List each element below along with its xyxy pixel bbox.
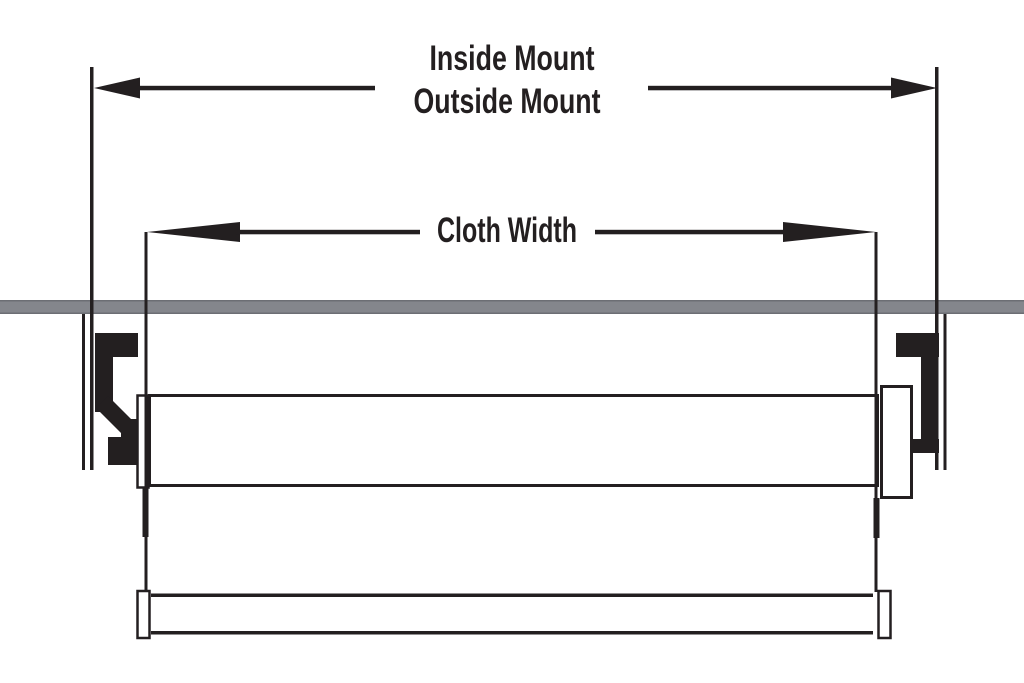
cloth-width-dimension: Cloth Width [147,211,876,250]
mount-dimension-right-line [648,85,894,91]
mount-dimension-left-line [138,85,375,91]
mounting-surface-bar [0,300,1024,314]
mounting-surface-bar-bottom-edge [0,312,1024,314]
cloth-width-label: Cloth Width [437,211,577,250]
left-frame-line [82,314,85,470]
mount-dimension: Inside Mount Outside Mount [94,39,937,121]
cloth-width-left-line [236,229,420,235]
cloth-width-left-arrowhead-icon [147,222,240,242]
mounting-surface-bar-fill [0,300,1024,314]
right-mounting-bracket [896,333,939,453]
right-frame-line [943,314,947,470]
mounting-surface-bar-top-edge [0,300,1024,302]
mount-dimension-left-arrowhead-icon [94,77,140,99]
right-bracket-vertical-arm [921,333,938,440]
cloth-width-right-arrowhead-icon [783,222,876,242]
mount-dimension-right-arrowhead-icon [891,77,937,99]
hem-bar-bottom-line [151,631,873,635]
left-bracket-foot-upper [121,419,137,465]
hem-bar-left-cap [136,589,151,640]
left-bracket-vertical-arm [95,333,113,412]
left-extension-line [90,67,94,470]
fabric-right-edge-line [874,232,878,592]
fabric-left-edge-line [144,232,148,592]
hem-bar-top-line [151,593,873,597]
fabric-right-edge-thick-segment [873,498,880,538]
hem-bar-right-cap [877,589,892,640]
right-end-plug [880,385,913,499]
right-bracket-foot [907,439,939,453]
roller-tube [148,394,879,487]
left-mounting-bracket [95,333,138,465]
left-bracket-foot-lower [108,437,123,465]
hem-bar [136,589,892,640]
outside-mount-label: Outside Mount [414,82,601,121]
fabric-left-edge-thick-segment [142,487,149,537]
right-extension-line [935,67,939,470]
inside-mount-label: Inside Mount [430,39,595,78]
cloth-width-right-line [595,229,785,235]
